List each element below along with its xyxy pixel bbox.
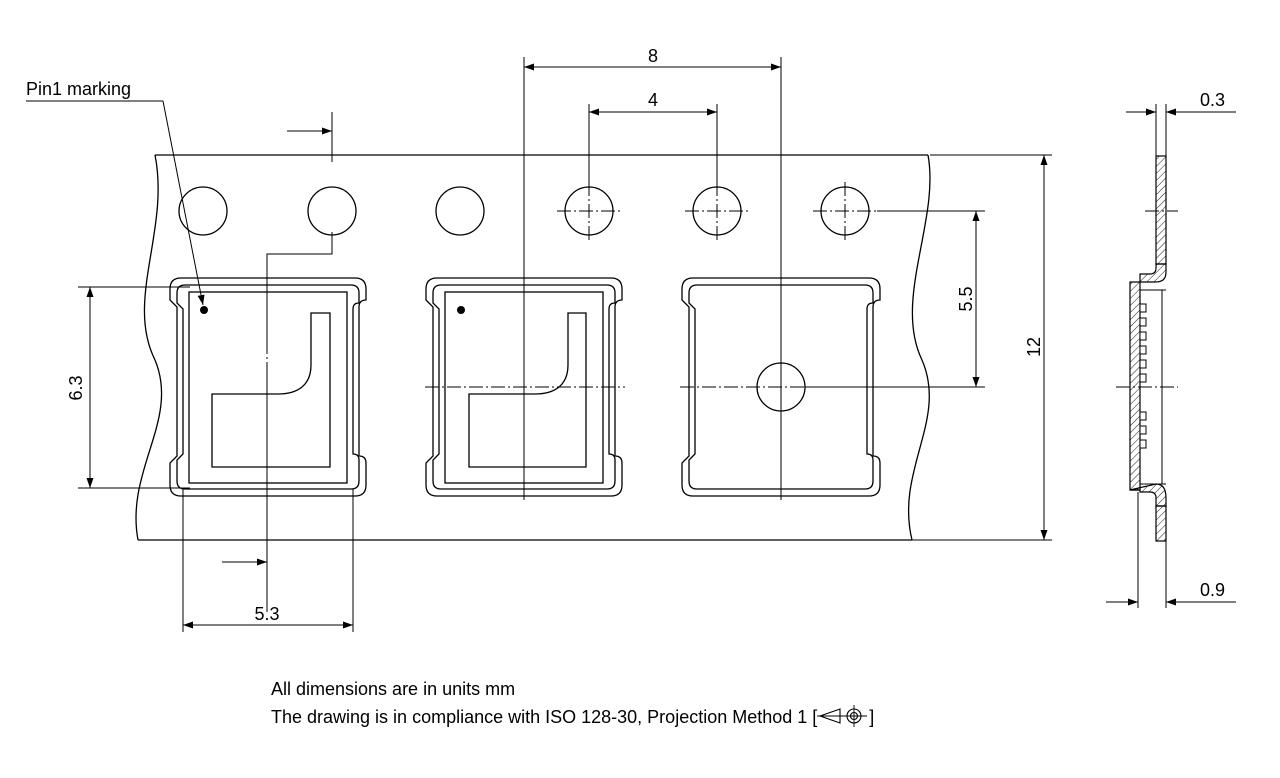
dimension-5-5: 5.5 [805,210,985,388]
dimension-5-3: 5.3 [182,489,354,632]
dimension-4-label: 4 [648,90,658,110]
dimension-8: 8 [524,46,781,71]
dimension-5-3-label: 5.3 [254,604,279,624]
dimension-8-label: 8 [648,46,658,66]
component [211,312,331,468]
pin1-marking-dot [200,306,208,314]
component [468,312,587,468]
dimension-12-label: 12 [1024,337,1044,357]
pin1-marking-dot [457,306,465,314]
pin1-leader: Pin1 marking [26,79,205,306]
pin1-marking-label: Pin1 marking [26,79,131,99]
dimension-0-3-label: 0.3 [1200,90,1225,110]
sprocket-holes [178,182,877,240]
compliance-note-text: The drawing is in compliance with ISO 12… [271,707,818,727]
projection-method-1-icon [817,705,869,732]
pitch-offset-reference [222,112,333,612]
compliance-note-bracket: ] [869,707,875,727]
dimension-5-5-label: 5.5 [956,286,976,311]
dimension-6-3: 6.3 [66,286,190,489]
dimension-12: 12 [912,154,1052,541]
units-note: All dimensions are in units mm [271,679,516,699]
dimension-4: 4 [588,90,718,185]
sprocket-hole [435,186,485,236]
dimension-0-9: 0.9 [1106,492,1236,608]
tape-outline [135,154,931,541]
compliance-note: The drawing is in compliance with ISO 12… [271,705,874,732]
dimension-0-9-label: 0.9 [1200,580,1225,600]
dimension-6-3-label: 6.3 [66,375,86,400]
sprocket-hole [307,186,357,236]
dimension-0-3: 0.3 [1126,90,1236,156]
sprocket-hole [178,186,228,236]
side-view [1116,155,1178,542]
pocket-1 [169,277,367,497]
